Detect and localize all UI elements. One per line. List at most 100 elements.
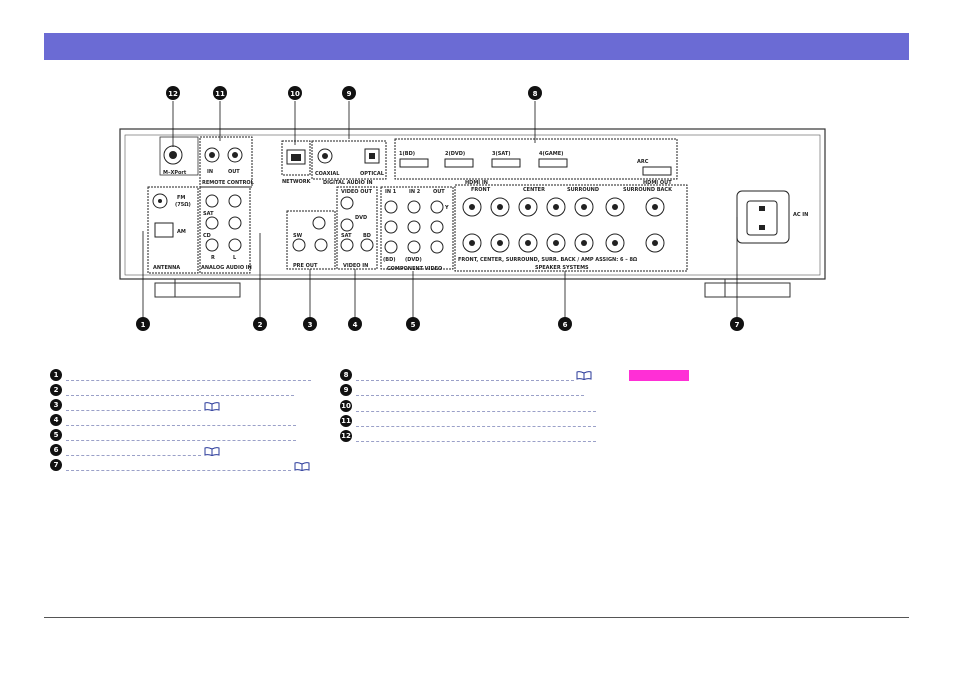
header-bar [44, 33, 909, 60]
svg-text:7: 7 [735, 321, 740, 329]
svg-text:PRE OUT: PRE OUT [293, 263, 318, 269]
rear-panel-diagram: M–XPort IN OUT REMOTE CONTROL NETWORK CO… [119, 86, 826, 331]
book-icon[interactable] [294, 462, 310, 471]
page-link[interactable] [222, 402, 318, 412]
callout-11: 11 [213, 86, 227, 100]
svg-text:FM: FM [177, 195, 185, 201]
svg-text:OUT: OUT [228, 169, 240, 175]
svg-text:CD: CD [203, 233, 211, 239]
callout-3: 3 [303, 317, 317, 331]
callout-6: 6 [558, 317, 572, 331]
svg-text:OPTICAL: OPTICAL [360, 171, 385, 177]
svg-text:1: 1 [141, 321, 146, 329]
svg-text:SPEAKER SYSTEMS: SPEAKER SYSTEMS [535, 265, 589, 271]
book-icon[interactable] [576, 371, 592, 380]
svg-text:DVD: DVD [355, 215, 367, 221]
svg-text:5: 5 [411, 321, 416, 329]
svg-text:COAXIAL: COAXIAL [315, 171, 340, 177]
legend-badge-3: 3 [50, 399, 62, 411]
legend-badge-5: 5 [50, 429, 62, 441]
svg-text:AC IN: AC IN [793, 212, 808, 218]
svg-text:11: 11 [215, 90, 225, 98]
svg-text:NETWORK: NETWORK [282, 179, 312, 185]
svg-text:4(GAME): 4(GAME) [539, 151, 563, 157]
svg-text:SAT: SAT [341, 233, 352, 239]
svg-text:FRONT, CENTER, SURROUND, SURR.: FRONT, CENTER, SURROUND, SURR. BACK / AM… [458, 257, 638, 263]
svg-text:1(BD): 1(BD) [399, 151, 415, 157]
page-link[interactable] [310, 372, 318, 382]
footer-divider [44, 617, 909, 618]
callout-5: 5 [406, 317, 420, 331]
svg-text:COMPONENT VIDEO: COMPONENT VIDEO [387, 266, 442, 272]
legend-badge-2: 2 [50, 384, 62, 396]
svg-text:(75Ω): (75Ω) [175, 202, 191, 208]
svg-text:SURROUND: SURROUND [567, 187, 599, 193]
svg-text:CENTER: CENTER [523, 187, 545, 193]
svg-text:OUT: OUT [433, 189, 445, 195]
svg-text:REMOTE CONTROL: REMOTE CONTROL [202, 180, 255, 186]
page-link[interactable] [598, 433, 608, 443]
svg-text:ANALOG AUDIO IN: ANALOG AUDIO IN [201, 265, 252, 271]
svg-text:IN 1: IN 1 [385, 189, 397, 195]
legend-badge-12: 12 [340, 430, 352, 442]
svg-text:VIDEO IN: VIDEO IN [343, 263, 368, 269]
book-icon[interactable] [204, 447, 220, 456]
legend-badge-7: 7 [50, 459, 62, 471]
svg-text:SAT: SAT [203, 211, 214, 217]
svg-text:IN: IN [207, 169, 213, 175]
legend-badge-1: 1 [50, 369, 62, 381]
svg-text:(DVD): (DVD) [405, 257, 422, 263]
page-link[interactable] [586, 387, 608, 397]
page-link[interactable] [298, 432, 318, 442]
callout-9: 9 [342, 86, 356, 100]
page-link[interactable] [598, 418, 608, 428]
svg-text:FRONT: FRONT [471, 187, 491, 193]
legend-badge-4: 4 [50, 414, 62, 426]
svg-text:VIDEO OUT: VIDEO OUT [341, 189, 373, 195]
svg-text:IN 2: IN 2 [409, 189, 421, 195]
callout-1: 1 [136, 317, 150, 331]
callout-8: 8 [528, 86, 542, 100]
legend-badge-9: 9 [340, 384, 352, 396]
svg-text:9: 9 [347, 90, 352, 98]
svg-text:ANTENNA: ANTENNA [153, 265, 180, 271]
page-link[interactable] [222, 447, 318, 457]
svg-text:ARC: ARC [637, 159, 649, 165]
svg-text:6: 6 [563, 321, 568, 329]
legend-badge-8: 8 [340, 369, 352, 381]
svg-text:DIGITAL AUDIO IN: DIGITAL AUDIO IN [323, 180, 373, 186]
svg-text:HDMI OUT: HDMI OUT [643, 180, 672, 186]
m-xport-label: M–XPort [163, 170, 187, 176]
svg-text:12: 12 [168, 90, 178, 98]
legend-badge-11: 11 [340, 415, 352, 427]
svg-text:2(DVD): 2(DVD) [445, 151, 465, 157]
svg-text:AM: AM [177, 229, 186, 235]
svg-text:3: 3 [308, 321, 313, 329]
svg-text:HDMI IN: HDMI IN [465, 180, 488, 186]
svg-text:10: 10 [290, 90, 300, 98]
page-link[interactable] [598, 403, 608, 413]
callout-4: 4 [348, 317, 362, 331]
svg-text:SURROUND BACK: SURROUND BACK [623, 187, 673, 193]
callout-10: 10 [288, 86, 302, 100]
page-link[interactable] [296, 387, 318, 397]
svg-text:BD: BD [363, 233, 371, 239]
book-icon[interactable] [204, 402, 220, 411]
page-link[interactable] [594, 372, 608, 382]
svg-text:Y: Y [444, 205, 449, 211]
svg-text:4: 4 [353, 321, 358, 329]
svg-text:L: L [233, 255, 237, 261]
svg-text:2: 2 [258, 321, 263, 329]
svg-text:R: R [211, 255, 215, 261]
highlight-marker [629, 370, 689, 381]
legend-badge-10: 10 [340, 400, 352, 412]
svg-text:SW: SW [293, 233, 303, 239]
callout-7: 7 [730, 317, 744, 331]
callout-2: 2 [253, 317, 267, 331]
callout-12: 12 [166, 86, 180, 100]
svg-text:(BD): (BD) [383, 257, 396, 263]
svg-text:3(SAT): 3(SAT) [492, 151, 511, 157]
page-link[interactable] [298, 417, 318, 427]
legend-badge-6: 6 [50, 444, 62, 456]
svg-text:8: 8 [533, 90, 538, 98]
